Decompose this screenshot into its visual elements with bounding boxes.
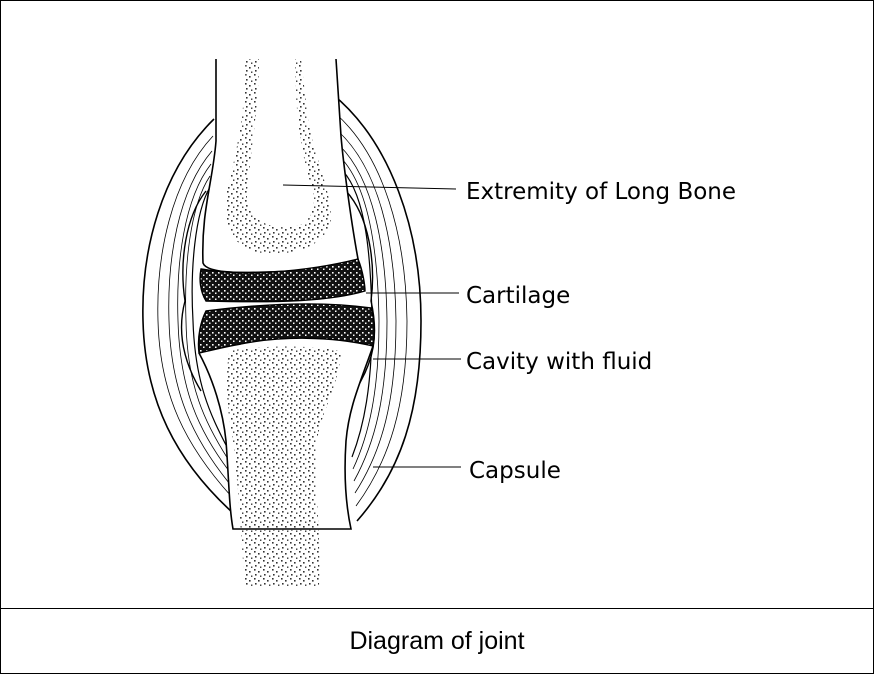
figure-panel: Extremity of Long Bone Cartilage Cavity …	[1, 1, 873, 609]
joint-diagram: Extremity of Long Bone Cartilage Cavity …	[1, 1, 873, 608]
upper-bone	[203, 59, 358, 273]
label-capsule: Capsule	[469, 458, 561, 484]
lower-cartilage	[198, 304, 374, 353]
label-extremity: Extremity of Long Bone	[466, 179, 736, 205]
label-cartilage: Cartilage	[466, 283, 570, 309]
label-cavity: Cavity with fluid	[466, 349, 652, 375]
figure-caption: Diagram of joint	[1, 609, 873, 673]
